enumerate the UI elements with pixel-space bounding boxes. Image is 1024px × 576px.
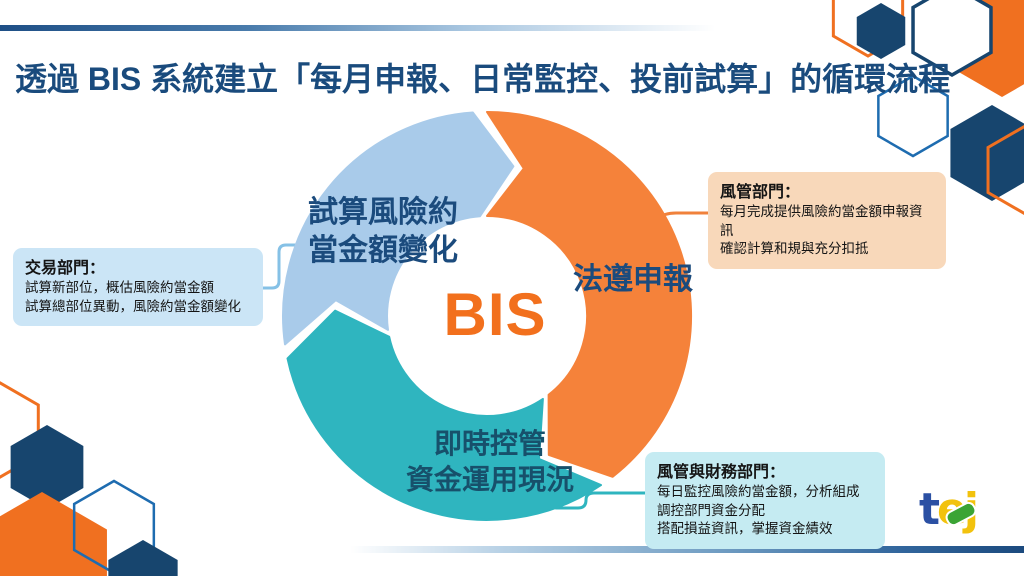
hexagon-decoration (856, 3, 906, 59)
hexagon-decoration (986, 125, 1024, 215)
arc-label-line: 法遵申報 (573, 263, 693, 296)
bottom-accent-line (350, 546, 1024, 553)
hexagon-decoration (911, 0, 993, 78)
callout-title: 風管與財務部門： (657, 464, 786, 481)
cycle-center-label: BIS (443, 281, 547, 348)
hexagon-decoration (877, 74, 949, 158)
hexagon-cluster-top-right (831, 0, 1024, 215)
cycle-diagram (282, 111, 693, 521)
callout-line: 每月完成提供風險約當金額申報資訊 (720, 204, 923, 238)
arc-label-line: 資金運用現況 (405, 464, 574, 495)
arc-label-line: 當金額變化 (308, 234, 458, 267)
hexagon-decoration (0, 381, 40, 479)
hexagon-decoration (10, 425, 84, 509)
cycle-arc-pre-trade (282, 111, 515, 346)
callout-line: 試算總部位異動，風險約當金額變化 (25, 298, 241, 314)
callout-risk-dept: 風管部門： 每月完成提供風險約當金額申報資訊 確認計算和規與充分扣抵 (708, 172, 946, 269)
tej-logo: tej (919, 484, 979, 536)
connector-risk-finance (554, 491, 647, 510)
arc-label-line: 即時控管 (433, 428, 546, 459)
top-accent-line (0, 25, 715, 31)
hexagon-decoration (108, 540, 178, 576)
callout-line: 試算新部位，概估風險約當金額 (25, 280, 214, 295)
cycle-arc-compliance (486, 111, 693, 478)
callout-line: 確認計算和規與充分扣抵 (720, 241, 869, 256)
arc-label-monitoring: 即時控管 資金運用現況 (388, 426, 592, 498)
hexagon-decoration (831, 0, 905, 58)
arc-label-line: 試算風險約 (308, 196, 458, 229)
callout-trading-dept: 交易部門： 試算新部位，概估風險約當金額 試算總部位異動，風險約當金額變化 (13, 248, 263, 326)
callout-title: 風管部門： (720, 184, 801, 201)
callout-line: 調控部門資金分配 (657, 502, 765, 518)
callout-line: 搭配損益資訊，掌握資金績效 (657, 521, 833, 536)
callout-title: 交易部門： (25, 260, 106, 277)
hexagon-decoration (0, 492, 107, 576)
callout-risk-finance-dept: 風管與財務部門： 每日監控風險約當金額，分析組成 調控部門資金分配 搭配損益資訊… (645, 452, 885, 549)
connector-trading (261, 243, 304, 290)
arc-label-compliance: 法遵申報 (563, 262, 703, 298)
callout-line: 每日監控風險約當金額，分析組成 (657, 484, 860, 499)
logo-letter-t: t (919, 484, 940, 535)
arc-label-pre-trade: 試算風險約 當金額變化 (283, 194, 483, 270)
page-title: 透過 BIS 系統建立「每月申報、日常監控、投前試算」的循環流程 (15, 61, 951, 97)
hexagon-cluster-bottom-left (0, 381, 178, 576)
cycle-arc-monitoring (286, 309, 602, 521)
